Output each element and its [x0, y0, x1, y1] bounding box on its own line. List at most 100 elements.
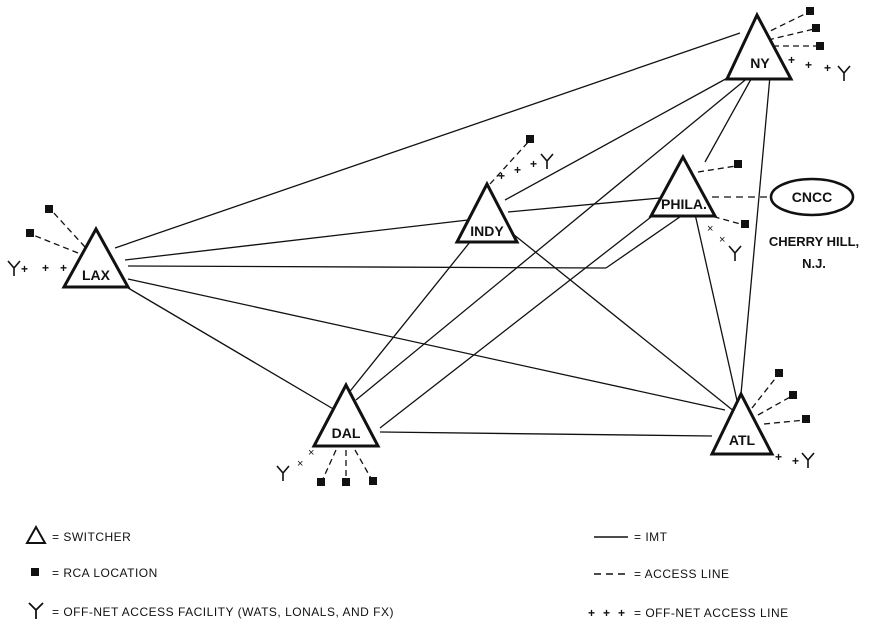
imt-ny-dal: [355, 75, 751, 401]
legend-plus-icon-3: +: [618, 606, 625, 620]
cncc-location-line1: CHERRY HILL,: [769, 234, 859, 249]
imt-lax-dal: [117, 281, 336, 411]
access-atl-1: [751, 374, 779, 409]
off-net-plus-indy-1: +: [498, 169, 505, 183]
node-label-dal: DAL: [332, 425, 361, 441]
rca-location-ny-2: [812, 24, 820, 32]
off-net-plus-ny-2: +: [805, 58, 812, 72]
cncc-ellipse: [769, 177, 855, 217]
off-net-plus-ny-3: +: [824, 61, 831, 75]
rca-location-atl-3: [802, 415, 810, 423]
off-net-facility-icon-indy: [540, 153, 554, 169]
legend-access-line: = ACCESS LINE: [634, 567, 730, 581]
imt-indy-dal: [346, 241, 471, 396]
legend-plus-icon-2: +: [603, 606, 610, 620]
access-dal-1: [321, 449, 337, 482]
rca-location-dal-2: [342, 478, 350, 486]
node-label-lax: LAX: [82, 267, 111, 283]
rca-location-lax-1: [45, 205, 53, 213]
imt-indy-atl: [507, 229, 736, 413]
switcher-dal: [311, 381, 381, 448]
rca-location-indy-1: [526, 135, 534, 143]
off-net-plus-atl-2: +: [792, 454, 799, 468]
off-net-plus-ny-1: +: [788, 53, 795, 67]
rca-location-phila-1: [734, 160, 742, 168]
switcher-lax: [61, 225, 131, 289]
off-net-plus-lax-0: +: [21, 262, 28, 276]
access-indy-1: [489, 139, 531, 185]
legend-triangle-icon: [25, 524, 47, 544]
switchers: [61, 11, 794, 456]
node-label-ny: NY: [750, 55, 770, 71]
legend-off-net-facility: = OFF-NET ACCESS FACILITY (WATS, LONALS,…: [52, 605, 394, 619]
node-label-indy: INDY: [470, 223, 504, 239]
switcher-phila: [648, 153, 718, 218]
off-net-facility-icon-lax: [7, 260, 21, 276]
legend-square-icon: [31, 568, 39, 576]
off-net-plus-atl-1: +: [775, 450, 782, 464]
off-net-plus-lax-1: +: [42, 261, 49, 275]
rca-location-lax-2: [26, 229, 34, 237]
access-ny-1: [761, 11, 810, 36]
access-phila-1: [697, 165, 737, 173]
rca-locations: [26, 7, 824, 486]
rca-location-phila-2: [741, 220, 749, 228]
legend-y-icon: [28, 602, 44, 619]
imt-phila-bend: [605, 211, 688, 269]
rca-location-dal-3: [369, 477, 377, 485]
off-net-facility-icon-phila: [728, 245, 742, 261]
triangle-icon: [61, 225, 131, 289]
off-net-facility-icon-ny: [837, 65, 851, 81]
off-net-x-phila-2: ×: [719, 234, 725, 246]
triangle-icon: [724, 11, 794, 81]
triangle-icon: [454, 180, 520, 244]
triangle-icon: [311, 381, 381, 448]
legend-imt: = IMT: [634, 530, 668, 544]
legend-switcher: = SWITCHER: [52, 530, 131, 544]
node-label-atl: ATL: [729, 432, 756, 448]
rca-location-ny-1: [806, 7, 814, 15]
legend-off-net-line: = OFF-NET ACCESS LINE: [634, 606, 789, 620]
off-net-x-dal-1: ×: [297, 458, 303, 470]
imt-phila-dal: [379, 209, 661, 429]
off-net-x-phila-1: ×: [707, 223, 713, 235]
rca-location-atl-2: [789, 391, 797, 399]
imt-lax-phila: [127, 265, 607, 269]
off-net-facility-icon-atl: [801, 452, 815, 468]
imt-ny-atl: [739, 75, 771, 406]
imt-phila-atl: [694, 213, 739, 406]
legend-rca-location: = RCA LOCATION: [52, 566, 158, 580]
access-lax-1: [51, 210, 86, 248]
triangle-icon: [709, 390, 775, 456]
off-net-facilities: +: [7, 65, 851, 481]
triangle-icon: [648, 153, 718, 218]
access-dal-3: [354, 449, 373, 481]
imt-lax-ny: [114, 32, 741, 249]
imt-indy-phila: [507, 197, 661, 213]
imt-phila-ny: [704, 71, 756, 163]
off-net-plus-lax-2: +: [60, 261, 67, 275]
rca-location-ny-3: [816, 42, 824, 50]
cncc-label: CNCC: [792, 189, 832, 205]
imt-indy-ny: [504, 69, 743, 201]
rca-location-atl-1: [775, 369, 783, 377]
access-lines: [32, 11, 818, 482]
off-net-facility-icon-dal: [276, 465, 290, 481]
switcher-atl: [709, 390, 775, 456]
imt-lines: [114, 32, 771, 437]
imt-lax-indy: [124, 219, 469, 261]
access-atl-2: [757, 395, 793, 416]
rca-location-dal-1: [317, 478, 325, 486]
imt-lax-atl: [127, 278, 726, 411]
access-lax-2: [32, 234, 79, 254]
imt-dal-atl: [379, 431, 713, 437]
switcher-indy: [454, 180, 520, 244]
node-label-phila: PHILA.: [661, 196, 707, 212]
access-atl-3: [763, 419, 806, 425]
legend: = SWITCHER = RCA LOCATION = OFF-NET ACCE…: [25, 524, 789, 620]
legend-plus-icon-1: +: [588, 606, 595, 620]
off-net-plus-indy-3: +: [530, 157, 537, 171]
access-phila-2: [703, 213, 745, 226]
off-net-lines: + + + + + + + + × × × × + +: [42, 53, 831, 470]
